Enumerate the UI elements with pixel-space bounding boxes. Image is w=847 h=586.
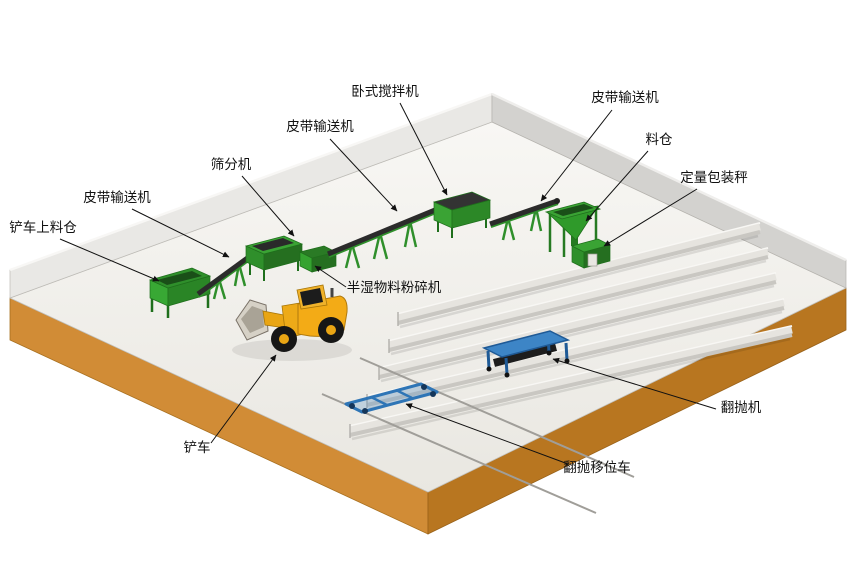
conveyor-head-pulley <box>554 198 560 204</box>
conveyor-belt <box>489 198 558 227</box>
turner-wheel <box>486 366 492 372</box>
label-silo: 料仓 <box>646 132 674 148</box>
turner-frame <box>481 330 571 358</box>
loader-front-hub <box>279 334 289 344</box>
silo-opening <box>553 204 594 216</box>
leader-line-silo <box>585 150 649 222</box>
cart-wheel <box>430 391 436 397</box>
conveyor-leg <box>378 232 389 260</box>
fermentation-trough <box>378 272 777 383</box>
compost-turner <box>481 330 571 378</box>
labels: 卧式搅拌机 皮带输送机 筛分机 皮带输送机 铲车上料仓 皮带输送机 料仓 定量包… <box>9 84 761 476</box>
rail <box>321 393 597 514</box>
mixer-trough-top <box>432 191 492 211</box>
turner-wheel <box>504 372 510 378</box>
cart-wheel <box>421 384 427 390</box>
turner-wheel <box>546 350 552 356</box>
screening-machine <box>244 235 304 281</box>
loader-bucket-opening <box>241 306 264 333</box>
fermentation-trough <box>349 325 793 441</box>
conveyor-leg <box>408 220 418 248</box>
leader-line-loader-feed-hopper <box>59 238 160 282</box>
leader-line-belt-conveyor-top <box>540 109 613 202</box>
fermentation-trough <box>366 298 785 411</box>
leader-line-horizontal-mixer <box>399 102 448 196</box>
loader-rear-hub <box>326 325 336 335</box>
leader-line-belt-conveyor-left <box>131 208 230 258</box>
rail <box>359 357 635 478</box>
conveyor-belt <box>327 205 441 257</box>
label-horizontal-mixer: 卧式搅拌机 <box>351 84 419 100</box>
cart-crossbar <box>395 388 413 400</box>
loader-shadow <box>232 339 352 361</box>
cart-crossbar <box>370 395 388 407</box>
label-belt-conveyor-top: 皮带输送机 <box>591 90 659 106</box>
silo <box>544 201 602 257</box>
cart-wheel <box>362 408 368 414</box>
label-screening-machine: 筛分机 <box>211 157 252 173</box>
leader-lines <box>59 102 717 465</box>
leader-line-wheel-loader <box>210 354 277 444</box>
leader-line-compost-turner <box>552 357 717 410</box>
turner-shift-cart <box>344 382 439 414</box>
leader-line-semi-wet-crusher <box>314 265 347 288</box>
cart-wheel <box>349 403 355 409</box>
horizontal-mixer <box>432 191 492 238</box>
leader-line-turner-shift-cart <box>405 403 569 465</box>
loader-cab-window <box>300 288 323 306</box>
loader-feed-hopper <box>148 267 212 318</box>
fermentation-trough <box>397 222 761 329</box>
leader-line-packing-scale <box>603 188 698 247</box>
label-packing-scale: 定量包装秤 <box>680 170 748 186</box>
back-wall-right-top-edge <box>491 92 847 262</box>
turner-rails <box>321 357 635 514</box>
turner-leg <box>504 357 509 375</box>
fermentation-troughs <box>349 222 793 441</box>
turner-leg <box>564 342 569 361</box>
turner-rotor <box>493 343 557 367</box>
label-loader-feed-hopper: 铲车上料仓 <box>9 219 77 236</box>
leader-line-screening-machine <box>241 175 295 237</box>
leader-line-belt-conveyor-mid <box>329 138 398 212</box>
back-wall-left-top-edge <box>9 92 493 272</box>
wheel-loader <box>232 284 352 361</box>
label-belt-conveyor-mid: 皮带输送机 <box>286 119 354 135</box>
turner-leg <box>486 350 491 369</box>
screener-screen-opening <box>252 238 294 251</box>
label-semi-wet-crusher: 半湿物料粉碎机 <box>347 280 442 296</box>
label-belt-conveyor-left: 皮带输送机 <box>83 190 151 206</box>
conveyor-leg <box>403 220 412 248</box>
belt-conveyor-top <box>489 198 560 241</box>
hopper-opening <box>157 271 202 285</box>
silo-spout <box>571 236 578 246</box>
conveyor-frame <box>328 210 442 258</box>
label-turner-shift-cart: 翻抛移位车 <box>563 459 631 476</box>
fermentation-trough <box>388 247 769 356</box>
conveyor-frame <box>490 203 559 228</box>
packing-scale <box>571 238 611 269</box>
label-compost-turner: 翻抛机 <box>721 400 762 416</box>
scale-bag <box>587 253 598 267</box>
turner-wheel <box>564 358 570 364</box>
label-wheel-loader: 铲车 <box>184 439 211 456</box>
